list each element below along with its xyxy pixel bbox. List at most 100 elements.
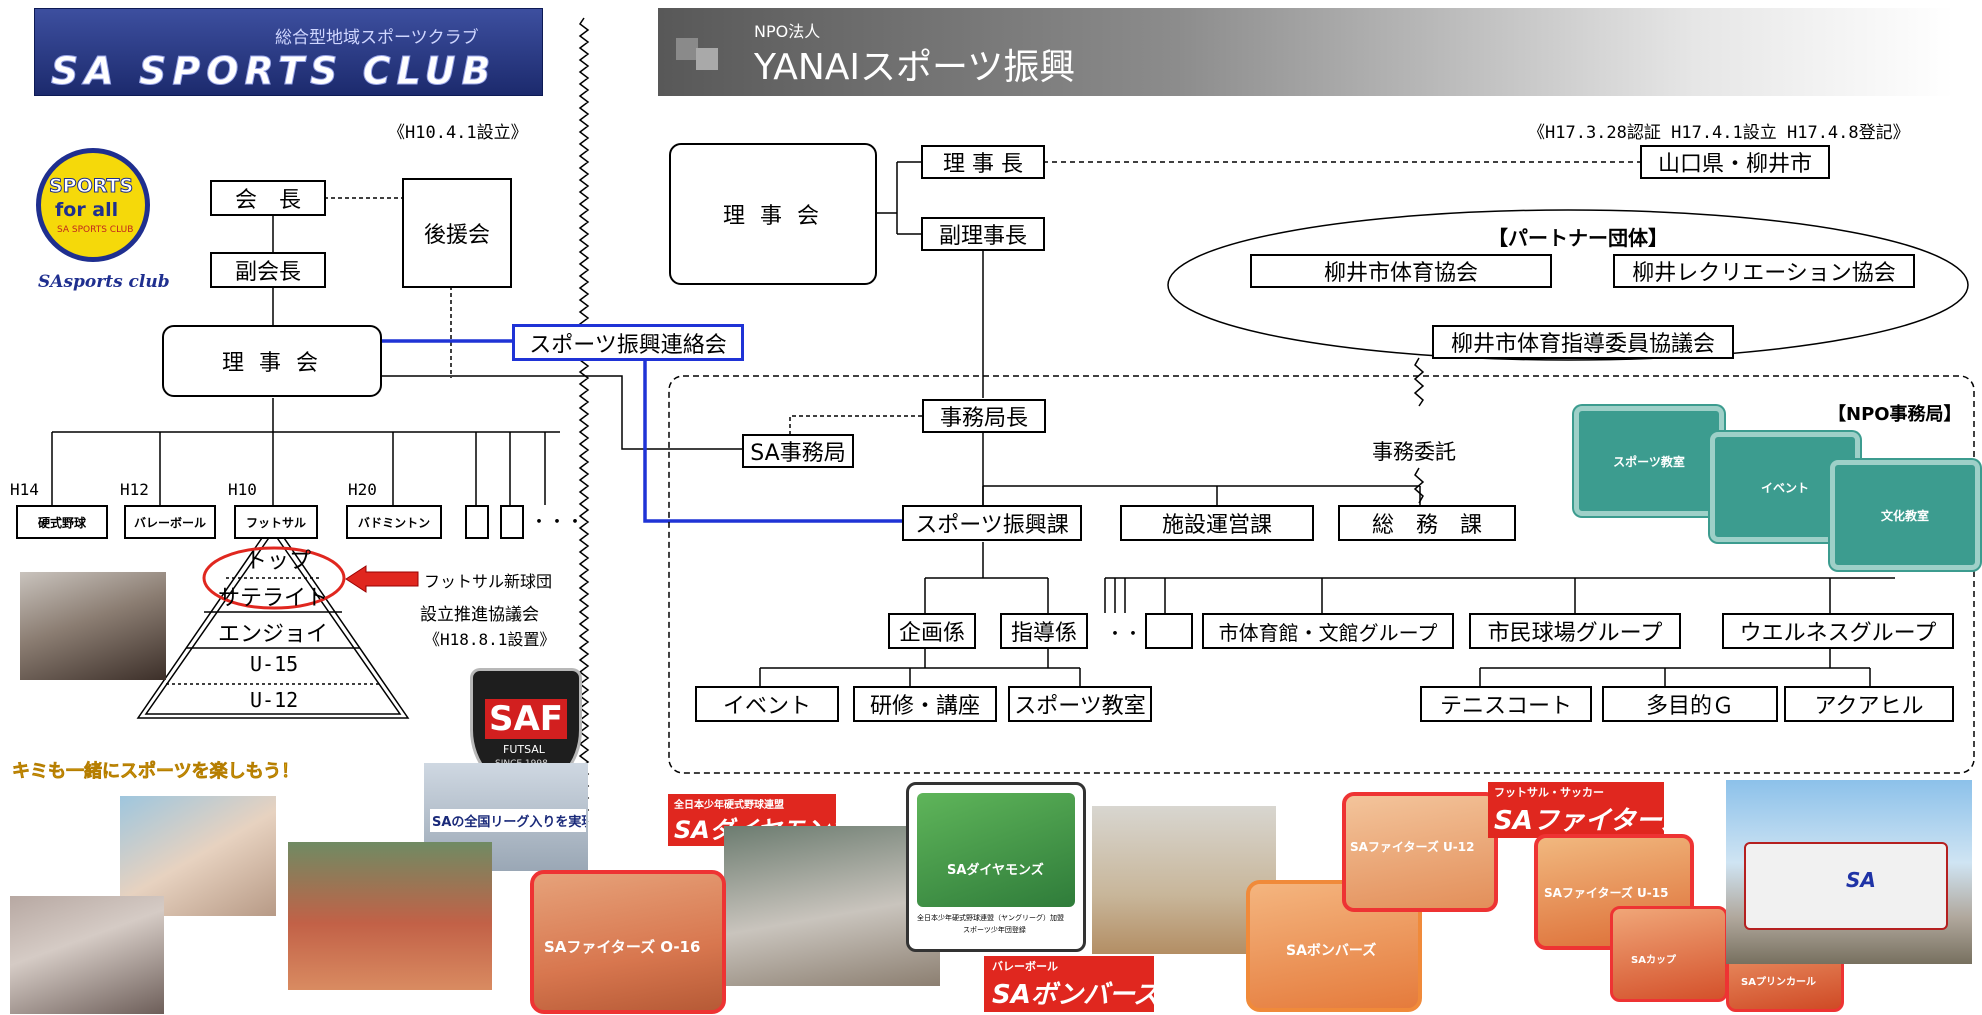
futsal-soccer-label: フットサル・サッカー: [1494, 786, 1604, 799]
team-blank-2: [500, 505, 524, 539]
partner-sports-association: 柳井市体育協会: [1250, 254, 1552, 288]
team-year-volleyball: H12: [120, 480, 149, 499]
right-board-box: 理 事 会: [669, 143, 877, 285]
volleyball-gym-photo: [1092, 806, 1276, 954]
subsection-planning: 企画係: [888, 613, 976, 649]
activity-sports-class: スポーツ教室: [1008, 686, 1152, 722]
outsourcing-label: 事務委託: [1372, 440, 1456, 464]
yanai-sports-banner: NPO法人 YANAIスポーツ振興: [658, 8, 1954, 96]
futsal-team-photo: [288, 842, 492, 990]
diamonds-caption2: スポーツ少年団登録: [963, 926, 1026, 934]
team-year-badminton: H20: [348, 480, 377, 499]
banner-square-icon: [676, 38, 698, 60]
pyramid-satellite: サテライト: [218, 586, 329, 611]
activity-event: イベント: [695, 686, 839, 722]
pyramid-u12: U-12: [250, 688, 299, 712]
group-wellness: ウエルネスグループ: [1722, 613, 1954, 649]
council-line1: 設立推進協議会: [420, 605, 539, 625]
diamonds-card-photo: SAダイヤモンズ: [917, 793, 1075, 907]
subsection-instruction: 指導係: [1000, 613, 1088, 649]
bus-logo: SA: [1846, 868, 1876, 892]
bus-photo: SA: [1726, 780, 1972, 964]
instructors-council: 柳井市体育指導委員協議会: [1432, 325, 1734, 359]
facility-tennis-court: テニスコート: [1420, 686, 1592, 722]
facility-multipurpose: 多目的Ｇ: [1602, 686, 1778, 722]
secretariat-head-box: 事務局長: [922, 399, 1046, 433]
slogan: キミも一緒にスポーツを楽しもう！: [12, 761, 300, 783]
saf-logo-text: SAF: [485, 699, 568, 739]
npo-card-culture-class: 文化教室: [1830, 460, 1980, 570]
facility-aquahill: アクアヒル: [1784, 686, 1954, 722]
left-board-box: 理 事 会: [162, 325, 382, 397]
activity-training: 研修・講座: [853, 686, 997, 722]
supporters-box: 後援会: [402, 178, 512, 288]
logo-caption: SAsports club: [38, 272, 170, 292]
league-banner-photo: SAの全国リーグ入りを実現しよ: [424, 763, 588, 871]
sports-for-all-logo: SPORTS for all SA SPORTS CLUB: [36, 148, 150, 262]
bombers-name: SAボンバーズ: [992, 980, 1160, 1010]
vice-chairman-box: 副理事長: [921, 217, 1045, 251]
logo-line2: for all: [55, 199, 119, 221]
banner-small: NPO法人: [754, 22, 821, 41]
logo-line1: SPORTS: [48, 175, 134, 198]
team-volleyball: バレーボール: [124, 505, 216, 539]
pyramid-top: トップ: [245, 549, 312, 574]
bombers-badge: バレーボール SAボンバーズ: [984, 956, 1160, 1012]
chair-box: 会 長: [210, 180, 326, 216]
small-photo-1-label: SAカップ: [1631, 955, 1676, 966]
team-badminton: バドミントン: [346, 505, 442, 539]
government-box: 山口県・柳井市: [1640, 145, 1830, 179]
futsal-new-team-note: フットサル新球団: [424, 572, 553, 591]
fighters-o16-label: SAファイターズ O-16: [544, 938, 701, 956]
left-established: 《H10.4.1設立》: [388, 123, 528, 143]
banner-title: SA SPORTS CLUB: [50, 49, 497, 94]
team-futsal: フットサル: [234, 505, 318, 539]
saf-logo-sub: FUTSAL: [503, 743, 545, 756]
banner-main-title: YANAIスポーツ振興: [754, 47, 1076, 88]
sa-office-box: SA事務局: [742, 434, 854, 468]
council-line2: 《H18.8.1設置》: [424, 630, 556, 649]
diamonds-league: 全日本少年硬式野球連盟: [674, 800, 784, 811]
chairman-box: 理 事 長: [921, 145, 1045, 179]
diamonds-card-label: SAダイヤモンズ: [947, 863, 1044, 878]
fighters-u15-label: SAファイターズ U-15: [1544, 886, 1669, 900]
npo-office-label: 【NPO事務局】: [1828, 404, 1962, 425]
pyramid-u15: U-15: [250, 652, 299, 676]
kids-photo-2: [10, 896, 164, 1014]
group-blank: [1145, 613, 1193, 649]
fighters-badge: フットサル・サッカー SAファイターズ: [1488, 782, 1687, 838]
partner-recreation-association: 柳井レクリエーション協会: [1613, 254, 1915, 288]
diamonds-card: SAダイヤモンズ 全日本少年硬式野球連盟（ヤングリーグ）加盟 スポーツ少年団登録: [906, 782, 1086, 952]
fighters-name: SAファイターズ: [1494, 806, 1687, 836]
right-established: 《H17.3.28認証 H17.4.1設立 H17.4.8登記》: [1528, 123, 1910, 143]
logo-ring: SA SPORTS CLUB: [57, 225, 134, 235]
bombers-photo-label: SAボンバーズ: [1286, 943, 1377, 959]
banner-square-icon-2: [696, 48, 718, 70]
section-sports-promotion: スポーツ振興課: [902, 505, 1082, 541]
sa-sports-club-banner: 総合型地域スポーツクラブ SA SPORTS CLUB: [34, 8, 543, 96]
diamonds-caption: 全日本少年硬式野球連盟（ヤングリーグ）加盟: [917, 914, 1064, 922]
sports-liaison-council: スポーツ振興連絡会: [512, 324, 744, 361]
section-facility-operations: 施設運営課: [1120, 505, 1314, 541]
bus-body: [1744, 842, 1948, 930]
fighters-o16-photo: SAファイターズ O-16: [530, 870, 726, 1014]
volleyball-label: バレーボール: [992, 960, 1058, 973]
league-banner-text: SAの全国リーグ入りを実現しよ: [430, 809, 586, 832]
event-photo: [20, 572, 166, 680]
group-gym-hall: 市体育館・文館グループ: [1202, 613, 1454, 649]
vice-chair-box: 副会長: [210, 252, 326, 288]
team-year-baseball: H14: [10, 480, 39, 499]
baseball-photo: [724, 826, 940, 986]
npo-card-sports-class: スポーツ教室: [1574, 406, 1724, 516]
small-photo-1: SAカップ: [1610, 906, 1728, 1002]
group-baseball-stadium: 市民球場グループ: [1469, 613, 1681, 649]
small-photo-2-label: SAプリンカール: [1741, 977, 1816, 988]
fighters-u12-label: SAファイターズ U-12: [1350, 840, 1475, 854]
team-blank-1: [465, 505, 489, 539]
team-year-futsal: H10: [228, 480, 257, 499]
section-general-affairs: 総 務 課: [1338, 505, 1516, 541]
team-ellipsis: ・・・: [530, 512, 584, 533]
team-baseball: 硬式野球: [16, 505, 108, 539]
partners-title: 【パートナー団体】: [1488, 226, 1668, 250]
